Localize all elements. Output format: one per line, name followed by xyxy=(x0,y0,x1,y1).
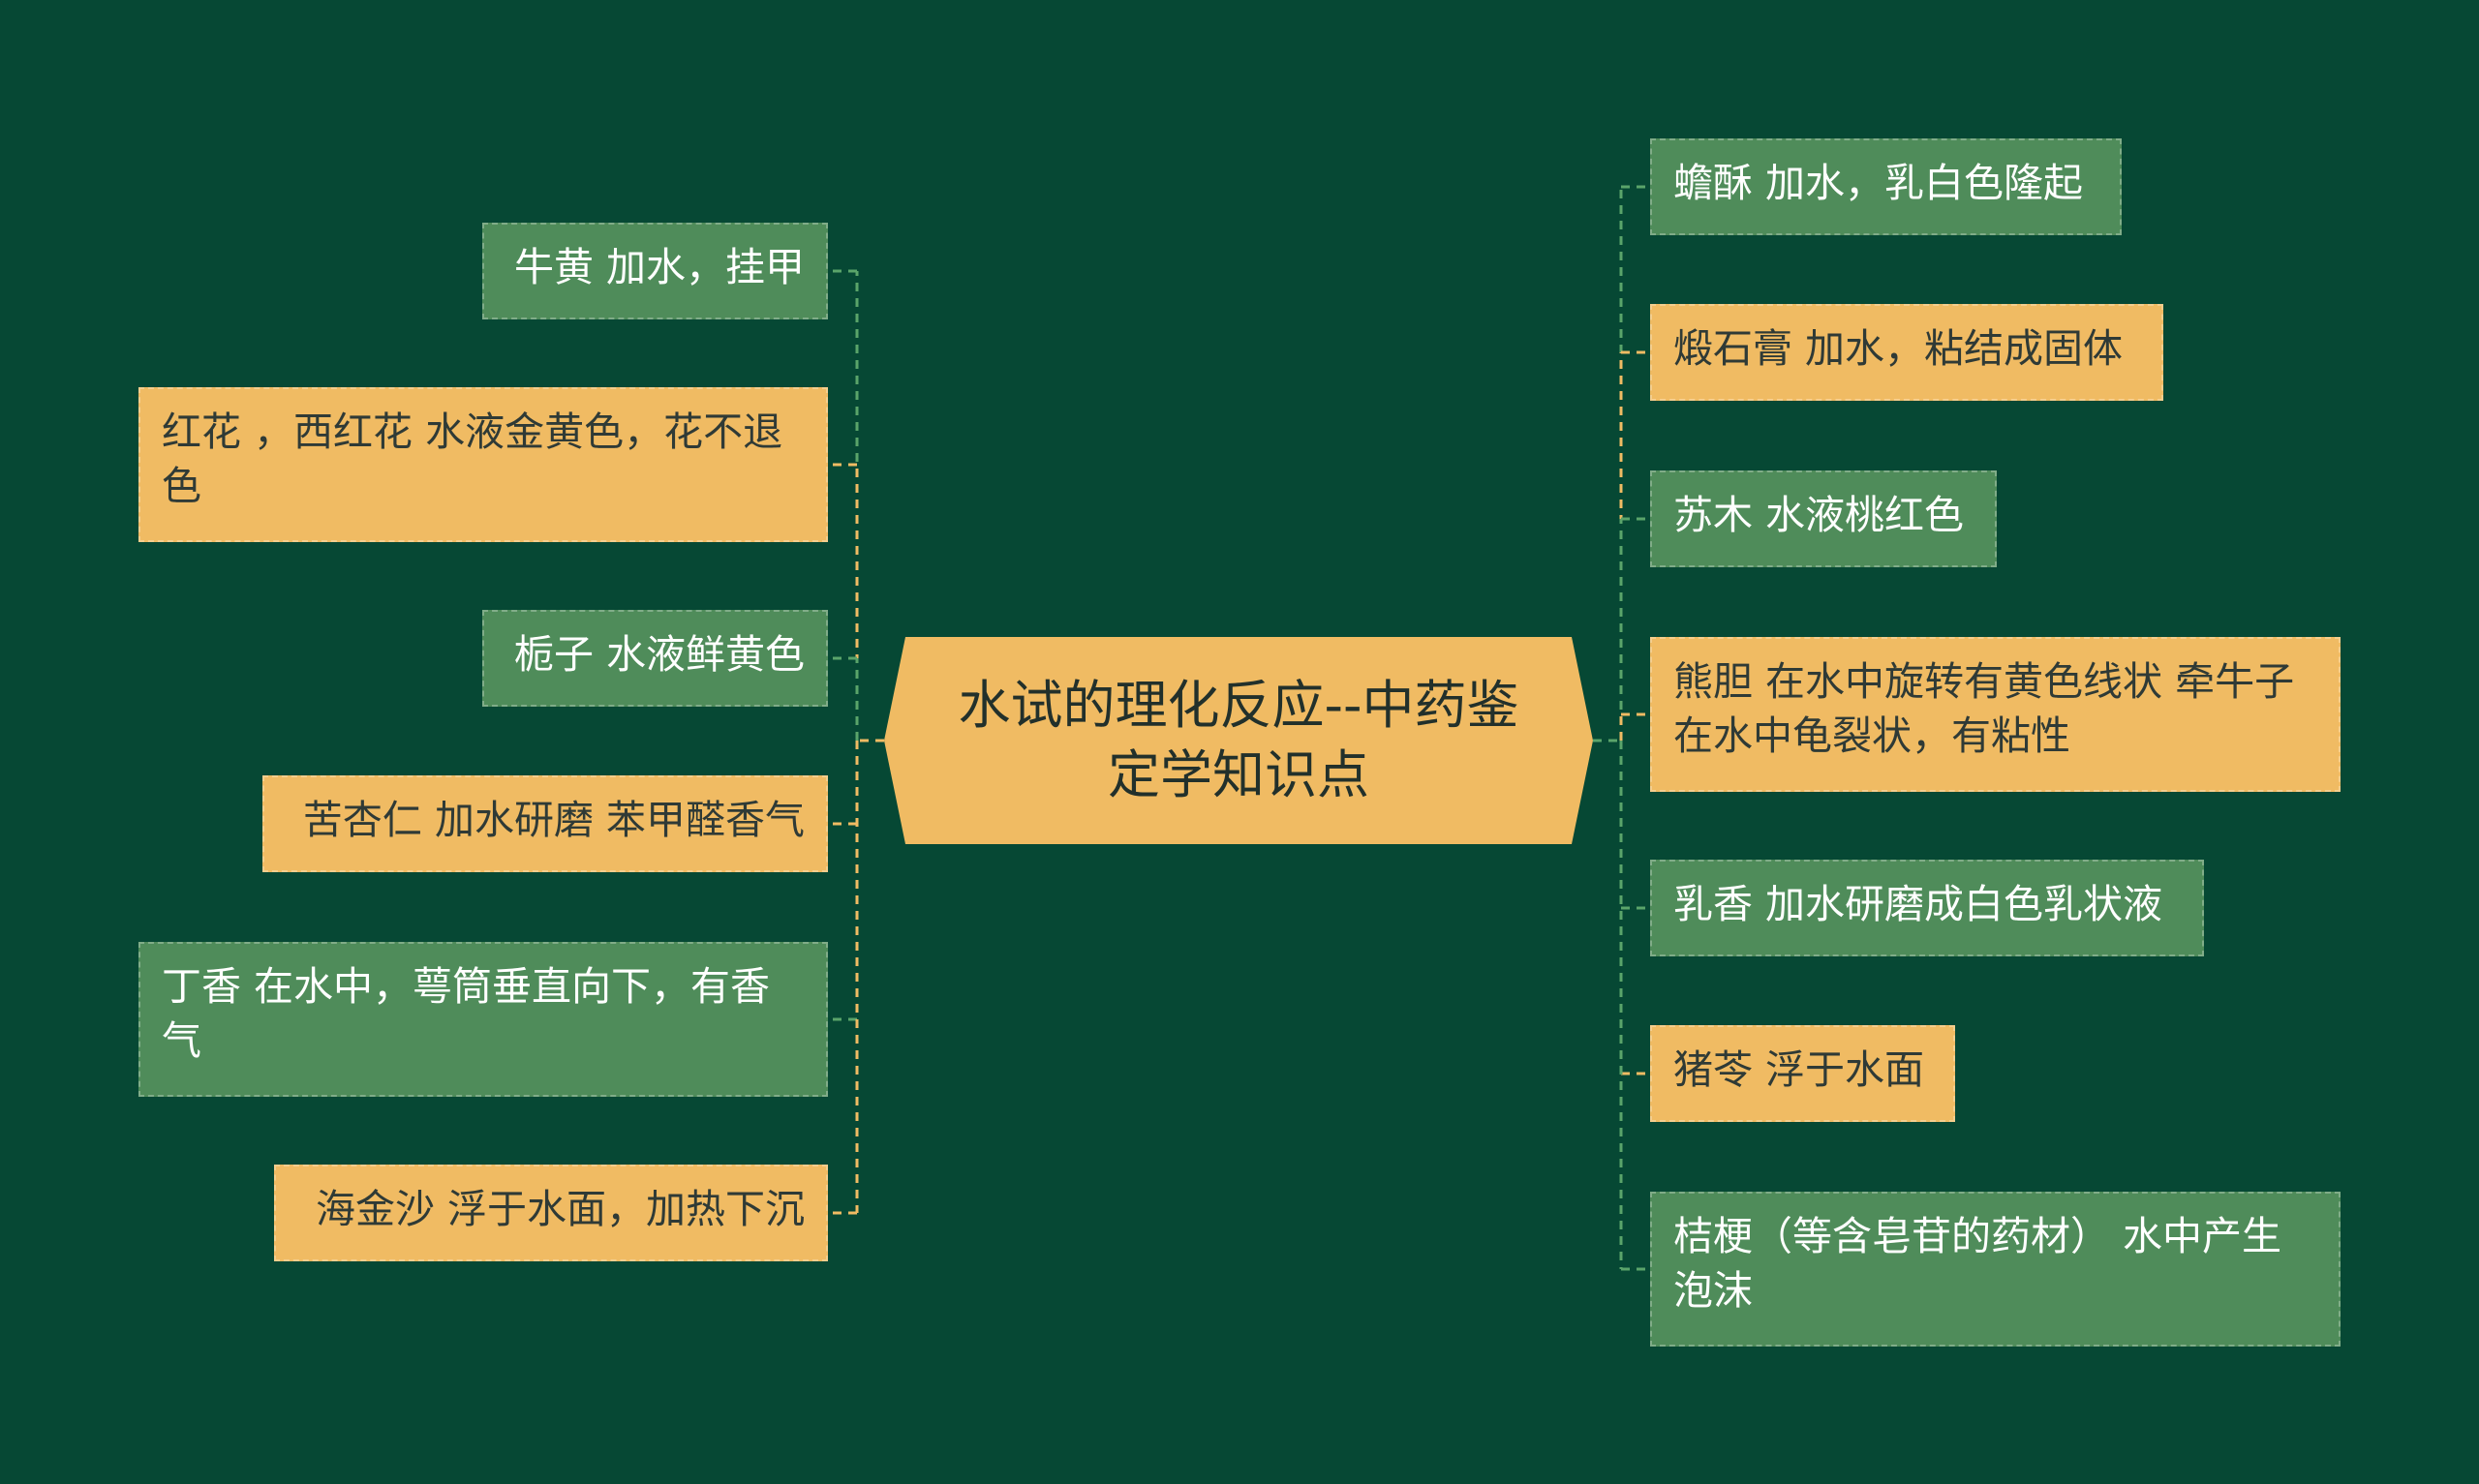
topic-node-left-3[interactable]: 栀子 水液鲜黄色 xyxy=(482,610,828,707)
topic-node-left-2[interactable]: 红花 ，西红花 水液金黄色，花不退色 xyxy=(138,387,828,542)
central-topic-shape xyxy=(884,637,1593,844)
topic-node-right-4[interactable]: 熊胆 在水中旋转有黄色线状 牵牛子 在水中龟裂状，有粘性 xyxy=(1650,637,2341,792)
central-topic-title: 水试的理化反应--中药鉴定学知识点 xyxy=(958,675,1519,805)
topic-node-left-6[interactable]: 海金沙 浮于水面，加热下沉 xyxy=(274,1165,828,1261)
topic-node-right-7[interactable]: 桔梗（等含皂苷的药材） 水中产生泡沫 xyxy=(1650,1192,2341,1347)
topic-node-right-2[interactable]: 煅石膏 加水，粘结成固体 xyxy=(1650,304,2163,401)
topic-node-right-3[interactable]: 苏木 水液桃红色 xyxy=(1650,470,1997,567)
topic-node-left-1[interactable]: 牛黄 加水，挂甲 xyxy=(482,223,828,319)
topic-node-right-5[interactable]: 乳香 加水研磨成白色乳状液 xyxy=(1650,860,2204,956)
topic-node-left-4[interactable]: 苦杏仁 加水研磨 苯甲醛香气 xyxy=(262,775,828,872)
topic-node-right-1[interactable]: 蟾酥 加水，乳白色隆起 xyxy=(1650,138,2122,235)
central-topic-node[interactable]: 水试的理化反应--中药鉴定学知识点 xyxy=(884,637,1593,844)
topic-node-left-5[interactable]: 丁香 在水中，萼筒垂直向下，有香气 xyxy=(138,942,828,1097)
topic-node-right-6[interactable]: 猪苓 浮于水面 xyxy=(1650,1025,1955,1122)
